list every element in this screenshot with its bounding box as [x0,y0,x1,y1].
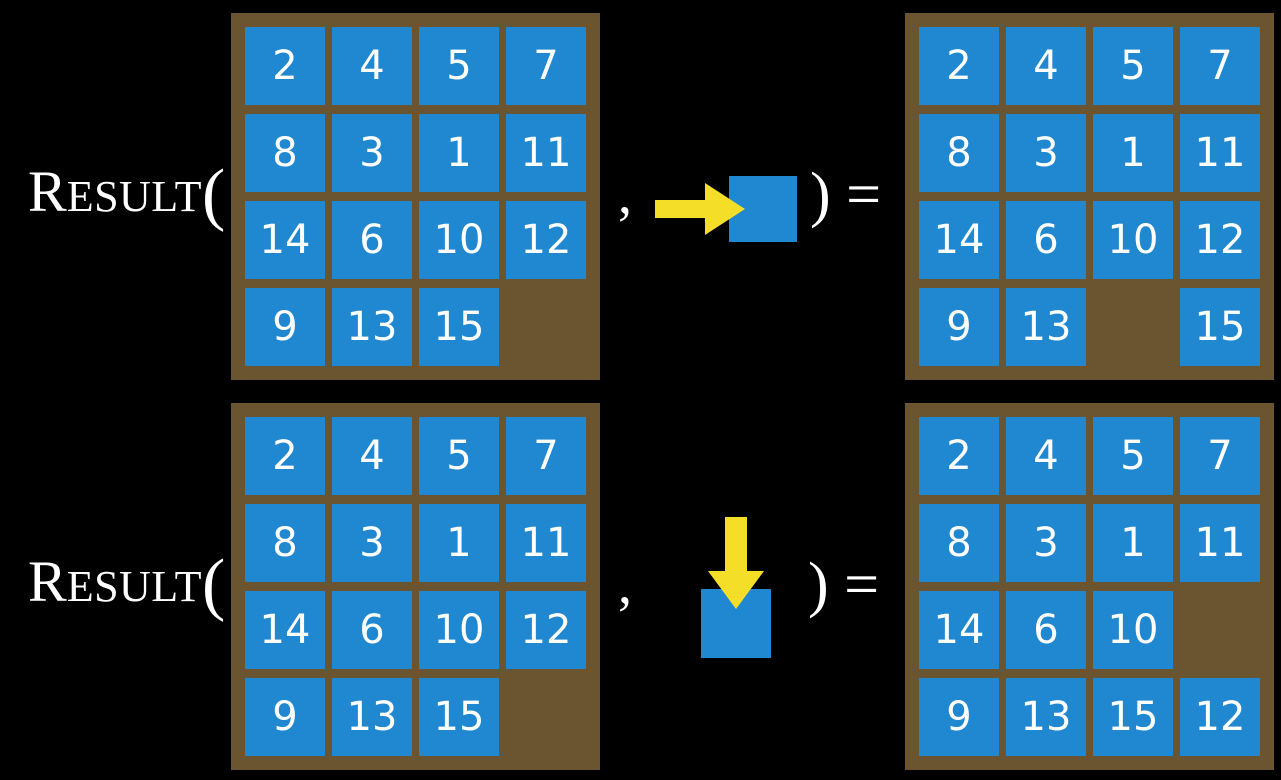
input-2-tile[interactable]: 11 [506,504,586,582]
result-function-label-1: RESULT( [28,160,225,230]
arrow-right-icon [655,183,745,235]
result-label-rest: ESULT [66,172,203,221]
output-2-tile[interactable]: 14 [919,591,999,669]
input-1-blank-cell [506,288,586,366]
output-1-tile[interactable]: 4 [1006,27,1086,105]
output-2-tile[interactable]: 15 [1093,678,1173,756]
input-2-tile[interactable]: 8 [245,504,325,582]
output-2-tile[interactable]: 5 [1093,417,1173,495]
output-2-tile[interactable]: 12 [1180,678,1260,756]
argument-separator-comma-2: , [618,554,632,616]
result-label-cap: R [28,549,67,614]
input-1-tile[interactable]: 14 [245,201,325,279]
input-2-tile[interactable]: 15 [419,678,499,756]
output-2-tile[interactable]: 6 [1006,591,1086,669]
output-1-tile[interactable]: 14 [919,201,999,279]
output-1-tile[interactable]: 9 [919,288,999,366]
input-1-tile[interactable]: 3 [332,114,412,192]
output-2-tile[interactable]: 13 [1006,678,1086,756]
input-2-tile[interactable]: 5 [419,417,499,495]
input-1-tile[interactable]: 12 [506,201,586,279]
input-2-tile[interactable]: 2 [245,417,325,495]
output-1-blank-cell [1093,288,1173,366]
result-label-open-paren: ( [202,546,226,623]
input-1-tile[interactable]: 2 [245,27,325,105]
output-2-tile[interactable]: 11 [1180,504,1260,582]
output-1-tile[interactable]: 1 [1093,114,1173,192]
input-2-tile[interactable]: 6 [332,591,412,669]
output-2-tile[interactable]: 2 [919,417,999,495]
output-1-tile[interactable]: 13 [1006,288,1086,366]
output-2-tile[interactable]: 9 [919,678,999,756]
input-1-tile[interactable]: 13 [332,288,412,366]
result-label-cap: R [28,159,67,224]
input-2-tile[interactable]: 13 [332,678,412,756]
input-2-tile[interactable]: 1 [419,504,499,582]
input-1-tile[interactable]: 1 [419,114,499,192]
output-2-tile[interactable]: 10 [1093,591,1173,669]
output-2-tile[interactable]: 4 [1006,417,1086,495]
input-1-tile[interactable]: 7 [506,27,586,105]
output-2-tile[interactable]: 1 [1093,504,1173,582]
output-1-tile[interactable]: 5 [1093,27,1173,105]
output-2-tile[interactable]: 8 [919,504,999,582]
input-1-tile[interactable]: 15 [419,288,499,366]
output-1-tile[interactable]: 7 [1180,27,1260,105]
input-2-tile[interactable]: 4 [332,417,412,495]
input-1-tile[interactable]: 5 [419,27,499,105]
output-1-tile[interactable]: 12 [1180,201,1260,279]
close-paren-equals-2: ) = [808,551,880,619]
output-1-tile[interactable]: 6 [1006,201,1086,279]
input-1-tile[interactable]: 10 [419,201,499,279]
input-2-tile[interactable]: 3 [332,504,412,582]
input-1-tile[interactable]: 6 [332,201,412,279]
result-function-label-2: RESULT( [28,550,225,620]
output-1-tile[interactable]: 8 [919,114,999,192]
output-1-tile[interactable]: 3 [1006,114,1086,192]
output-1-tile[interactable]: 10 [1093,201,1173,279]
input-2-tile[interactable]: 14 [245,591,325,669]
input-2-tile[interactable]: 7 [506,417,586,495]
input-1-tile[interactable]: 11 [506,114,586,192]
output-2-tile[interactable]: 3 [1006,504,1086,582]
input-2-tile[interactable]: 10 [419,591,499,669]
close-paren-equals-1: ) = [810,161,882,229]
input-1-tile[interactable]: 4 [332,27,412,105]
output-2-blank-cell [1180,591,1260,669]
move-indicator-2 [645,390,845,780]
output-2-tile[interactable]: 7 [1180,417,1260,495]
input-2-tile[interactable]: 12 [506,591,586,669]
input-1-tile[interactable]: 9 [245,288,325,366]
move-indicator-1 [650,0,850,390]
argument-separator-comma-1: , [618,164,632,226]
result-label-rest: ESULT [66,562,203,611]
result-label-open-paren: ( [202,156,226,233]
output-1-tile[interactable]: 2 [919,27,999,105]
input-1-tile[interactable]: 8 [245,114,325,192]
output-1-tile[interactable]: 11 [1180,114,1260,192]
input-2-tile[interactable]: 9 [245,678,325,756]
input-2-blank-cell [506,678,586,756]
arrow-down-icon [708,517,764,609]
output-1-tile[interactable]: 15 [1180,288,1260,366]
